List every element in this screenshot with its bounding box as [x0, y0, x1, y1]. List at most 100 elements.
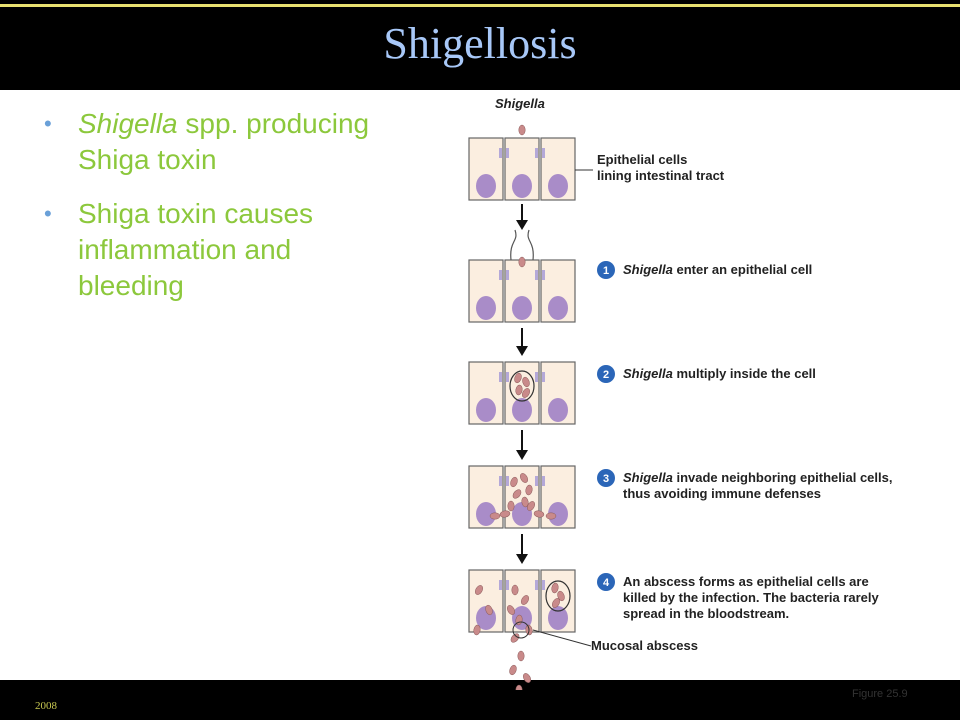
shigella-bacterium — [510, 476, 518, 488]
shigella-bacterium — [518, 256, 526, 268]
cell-junction — [535, 270, 538, 280]
cell-junction — [506, 372, 509, 382]
cell-nucleus — [476, 502, 496, 526]
step-number-circle-icon — [597, 365, 615, 383]
slide-title: Shigellosis — [383, 19, 577, 68]
shigella-bacterium — [510, 633, 520, 643]
membrane-ruffle — [510, 229, 534, 261]
cell-junction — [506, 476, 509, 486]
step-text: Shigella enter an epithelial cell — [623, 262, 812, 277]
top-accent-line — [0, 4, 960, 7]
step-number: 2 — [603, 369, 609, 381]
bullet-item: • Shigella spp. producing Shiga toxin — [44, 106, 384, 178]
down-arrow-icon — [516, 554, 528, 564]
shigella-bacterium — [522, 388, 530, 398]
vacuole — [545, 580, 571, 612]
cell-nucleus — [548, 398, 568, 422]
cell-junction — [542, 372, 545, 382]
step-number-circle-icon — [597, 469, 615, 487]
shigella-bacterium — [533, 510, 545, 518]
cell-nucleus — [512, 296, 532, 320]
shigella-bacterium — [521, 496, 529, 508]
cell-junction — [535, 580, 538, 590]
step-number: 4 — [603, 577, 610, 589]
shigella-bacterium — [485, 604, 493, 616]
figure-number-label: Figure 25.9 — [852, 688, 908, 700]
bullet-italic-text: Shigella — [78, 108, 178, 139]
cell-nucleus — [512, 398, 532, 422]
shigella-bacterium — [523, 673, 531, 683]
shigella-bacterium — [515, 384, 523, 396]
shigella-bacterium — [499, 510, 511, 518]
shigella-bacterium — [489, 512, 501, 520]
bullet-dot-icon: • — [44, 201, 52, 226]
bullet-dot-icon: • — [44, 111, 52, 136]
cell-junction — [542, 476, 545, 486]
step-text: Shigella invade neighboring epithelial c… — [623, 470, 892, 501]
cell-junction — [499, 476, 502, 486]
shigella-bacterium — [512, 489, 522, 499]
footer-year: 2008 — [35, 700, 57, 712]
step-text: Shigella multiply inside the cell — [623, 366, 816, 381]
cell-nucleus — [548, 606, 568, 630]
cell-nucleus — [548, 502, 568, 526]
shigella-bacterium — [507, 500, 515, 512]
cell-junction — [499, 270, 502, 280]
shigella-bacterium — [473, 624, 481, 636]
shigella-bacterium — [475, 585, 483, 595]
cell-junction — [535, 148, 538, 158]
shigella-bacterium — [525, 484, 533, 496]
cell-nucleus — [512, 502, 532, 526]
step-number: 1 — [603, 265, 609, 277]
shigella-bacterium — [509, 664, 517, 676]
cell-junction — [542, 148, 545, 158]
bullet-item: • Shiga toxin causes inflammation and bl… — [44, 196, 384, 304]
shigella-bacterium — [507, 605, 515, 615]
down-arrow-icon — [516, 220, 528, 230]
shigella-bacterium — [517, 650, 525, 662]
shigella-bacterium — [552, 598, 560, 608]
cell-junction — [499, 372, 502, 382]
cell-junction — [506, 148, 509, 158]
cell-row — [468, 569, 576, 633]
cell-junction — [542, 580, 545, 590]
shigella-bacterium — [545, 512, 557, 520]
step-arrows — [516, 204, 528, 564]
cell-row — [468, 361, 576, 425]
cell-nucleus — [512, 174, 532, 198]
shigella-bacterium — [557, 590, 565, 602]
cell-nucleus — [548, 296, 568, 320]
shigella-bacterium — [522, 376, 530, 388]
step-label: 2 Shigella multiply inside the cell — [597, 365, 816, 383]
cell-nucleus — [476, 398, 496, 422]
down-arrow-icon — [516, 450, 528, 460]
step-label: 3 Shigella invade neighboring epithelial … — [597, 469, 892, 501]
shigella-bacterium — [527, 501, 535, 511]
step-number: 3 — [603, 473, 609, 485]
vacuole — [509, 370, 535, 402]
shigella-bacterium — [515, 684, 523, 690]
shigella-bacterium — [511, 584, 519, 596]
shigella-bacterium — [551, 582, 559, 594]
down-arrow-icon — [516, 346, 528, 356]
shigella-bacterium — [514, 372, 522, 384]
shigella-bacterium — [518, 124, 526, 136]
shigella-bacterium — [521, 595, 529, 605]
cell-row — [468, 465, 576, 529]
bullet-list: • Shigella spp. producing Shiga toxin • … — [44, 106, 384, 322]
step-number-circle-icon — [597, 261, 615, 279]
abscess-marker — [512, 621, 530, 639]
cell-junction — [542, 270, 545, 280]
cell-junction — [499, 580, 502, 590]
cell-junction — [535, 372, 538, 382]
step-text: An abscess forms as epithelial cells are… — [623, 574, 880, 621]
cell-junction — [506, 580, 509, 590]
cell-junction — [499, 148, 502, 158]
cell-nucleus — [476, 296, 496, 320]
cell-row — [468, 259, 576, 323]
step-label: 4 An abscess forms as epithelial cells ar… — [597, 573, 880, 621]
mucosal-abscess-label: Mucosal abscess — [591, 638, 698, 653]
